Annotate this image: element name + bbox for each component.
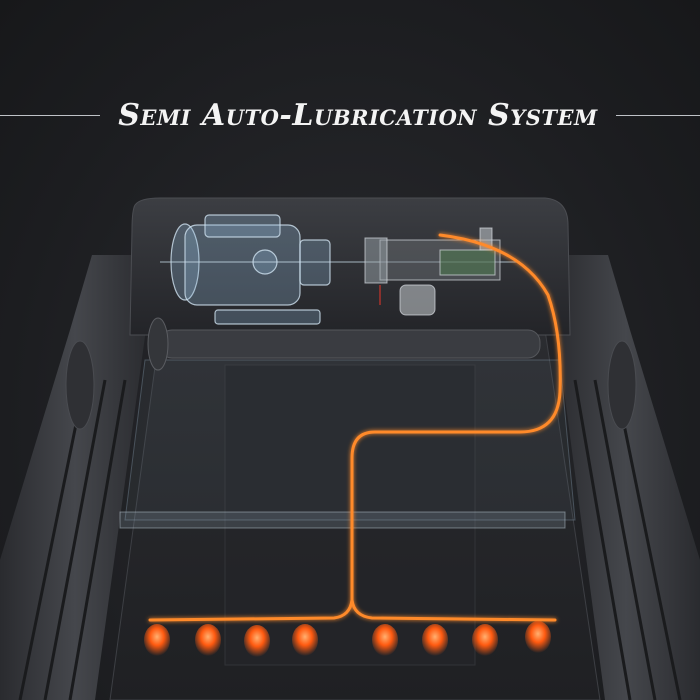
title-divider-left [0, 115, 100, 116]
lubrication-nozzle [144, 624, 170, 656]
lubrication-nozzle [244, 625, 270, 657]
roller-cap-left [147, 317, 169, 371]
lubrication-nozzle [372, 624, 398, 656]
front-roller [159, 329, 541, 359]
motor-unit [160, 214, 520, 325]
left-wheel [65, 340, 95, 430]
right-rail-grooves [573, 379, 682, 700]
right-side-rail [552, 255, 700, 700]
title-bar: Semi Auto-Lubrication System [0, 96, 700, 136]
lubrication-nozzle [472, 624, 498, 656]
cross-bar [119, 511, 566, 529]
left-rail-grooves [18, 379, 127, 700]
motor-hood [129, 197, 571, 336]
lubrication-nozzle [292, 624, 318, 656]
belt-overlay [124, 359, 576, 521]
left-side-rail [0, 255, 150, 700]
right-wheel [607, 340, 637, 430]
lubrication-nozzles [144, 621, 551, 657]
control-board [364, 227, 501, 316]
title-divider-right [616, 115, 700, 116]
lubrication-line [148, 233, 562, 622]
lubrication-nozzle [525, 621, 551, 653]
lubrication-nozzle [422, 624, 448, 656]
lubrication-nozzle [195, 624, 221, 656]
deck-panel [224, 364, 476, 666]
page-title: Semi Auto-Lubrication System [118, 98, 598, 133]
